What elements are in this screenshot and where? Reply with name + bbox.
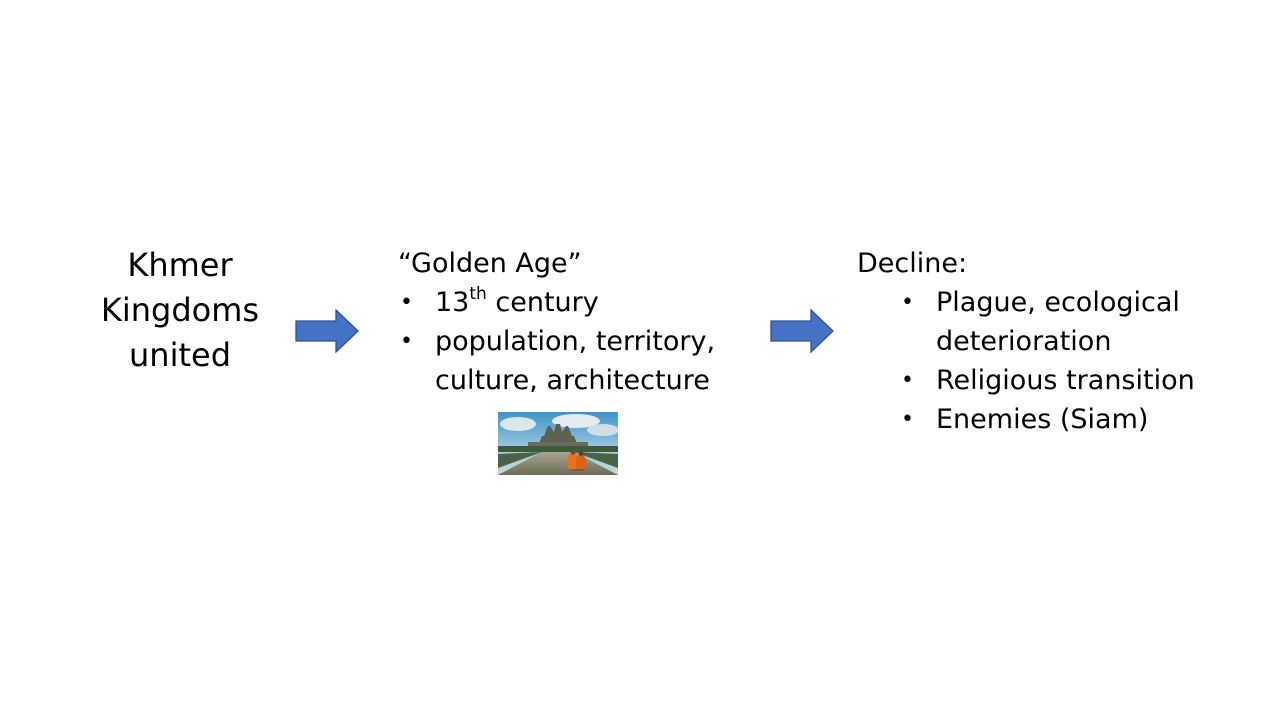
list-item: • Plague, ecological deterioration xyxy=(899,283,1257,361)
bullet-icon: • xyxy=(400,329,413,354)
decline-heading: Decline: xyxy=(857,248,968,279)
bullet-icon: • xyxy=(901,290,914,315)
decline-reason-1: Plague, ecological deterioration xyxy=(936,287,1180,357)
list-item: • 13th century xyxy=(398,283,758,322)
right-arrow-icon xyxy=(295,309,359,353)
left-line-2: Kingdoms xyxy=(100,291,260,329)
golden-age-list: • 13th century • population, territory, cu… xyxy=(398,283,758,400)
golden-age-heading: “Golden Age” xyxy=(398,248,582,279)
century-suffix: th xyxy=(469,284,487,304)
left-line-3: united xyxy=(129,336,231,374)
bullet-icon: • xyxy=(901,368,914,393)
decline-list: • Plague, ecological deterioration • Relig… xyxy=(899,283,1257,439)
right-arrow-icon xyxy=(770,309,834,353)
century-number: 13 xyxy=(435,287,470,318)
decline-reason-3: Enemies (Siam) xyxy=(936,404,1149,435)
decline-reason-2: Religious transition xyxy=(936,365,1195,396)
golden-age-block: “Golden Age” • 13th century • population, … xyxy=(398,244,758,400)
bullet-icon: • xyxy=(400,290,413,315)
golden-age-aspects: population, territory, culture, architec… xyxy=(435,326,716,396)
list-item: • Enemies (Siam) xyxy=(899,400,1257,439)
decline-block: Decline: • Plague, ecological deteriorati… xyxy=(857,244,1257,439)
left-line-1: Khmer xyxy=(127,246,233,284)
bullet-icon: • xyxy=(901,407,914,432)
list-item: • population, territory, culture, archite… xyxy=(398,322,758,400)
list-item: • Religious transition xyxy=(899,361,1257,400)
century-label: century xyxy=(486,287,599,318)
khmer-kingdoms-united-text: Khmer Kingdoms united xyxy=(80,243,280,378)
angkor-wat-photo xyxy=(498,412,618,475)
